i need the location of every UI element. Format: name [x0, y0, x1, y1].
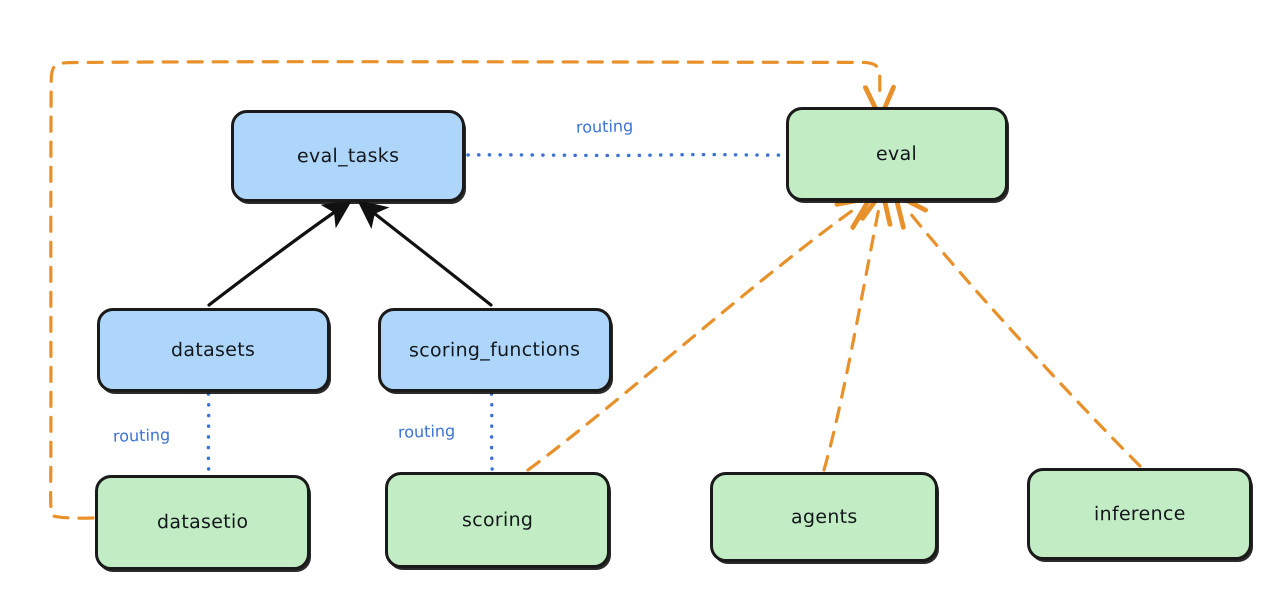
node-datasets[interactable]: datasets: [97, 308, 330, 392]
node-datasetio-label: datasetio: [156, 510, 249, 534]
node-scoring[interactable]: scoring: [385, 472, 610, 568]
node-eval-tasks[interactable]: eval_tasks: [231, 110, 465, 202]
edge-label-routing-eval-tasks-eval: routing: [575, 116, 634, 137]
edge-datasetio-eval: [49, 60, 880, 520]
node-eval-label: eval: [876, 142, 918, 165]
node-inference[interactable]: inference: [1027, 468, 1252, 560]
edge-scoring-functions-scoring: [489, 392, 494, 472]
edge-label-routing-scoring-functions-scoring: routing: [397, 421, 456, 442]
node-inference-label: inference: [1093, 502, 1186, 525]
node-agents[interactable]: agents: [710, 472, 938, 562]
node-datasetio[interactable]: datasetio: [95, 475, 310, 570]
node-eval-tasks-label: eval_tasks: [296, 144, 400, 167]
node-eval[interactable]: eval: [786, 107, 1008, 201]
edge-inference-eval: [906, 208, 1142, 468]
node-agents-label: agents: [790, 505, 858, 528]
edge-label-routing-datasets-datasetio: routing: [112, 425, 171, 446]
node-scoring-functions-label: scoring_functions: [409, 338, 581, 362]
edge-eval-tasks-eval: [466, 152, 786, 158]
node-scoring-label: scoring: [461, 508, 534, 531]
node-datasets-label: datasets: [171, 338, 256, 361]
node-scoring-functions[interactable]: scoring_functions: [378, 308, 612, 392]
edge-datasets-eval-tasks: [207, 199, 353, 307]
edge-scoring-functions-eval-tasks: [357, 199, 493, 307]
edge-agents-eval: [822, 208, 879, 472]
